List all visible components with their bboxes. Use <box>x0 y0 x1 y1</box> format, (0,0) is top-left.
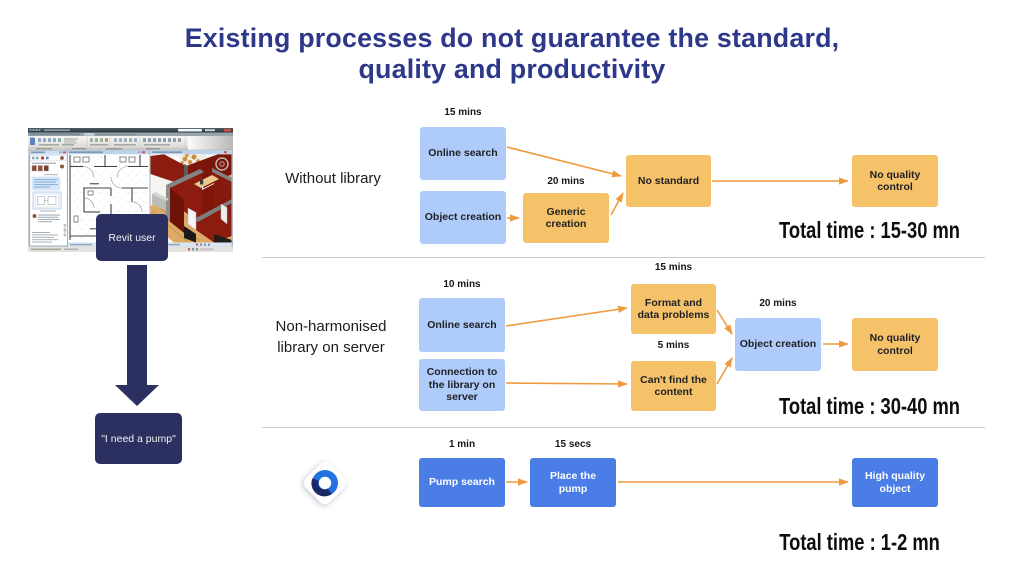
row-divider-2 <box>262 427 985 428</box>
slide-title: Existing processes do not guarantee the … <box>0 23 1024 84</box>
time-label: 20 mins <box>759 298 797 309</box>
flow-box-high-quality-object: High quality object <box>852 458 938 507</box>
total-time-3: Total time : 1-2 mn <box>779 529 940 555</box>
app-logo <box>300 458 350 508</box>
slide-title-line1: Existing processes do not guarantee the … <box>184 23 840 53</box>
flow-box-no-quality-control-2: No quality control <box>852 318 938 371</box>
time-label: 20 mins <box>547 176 585 187</box>
flow-box-format-problems: Format and data problems <box>631 284 716 334</box>
revit-screenshot-image <box>28 128 233 252</box>
flow-box-cant-find-content: Can't find the content <box>631 361 716 411</box>
row2-label: Non-harmonised library on server <box>275 318 387 356</box>
revit-window-illustration <box>28 128 233 252</box>
flow-box-online-search-1: Online search <box>420 127 506 180</box>
flow-box-connection-library: Connection to the library on server <box>419 359 505 411</box>
flow-box-pump-search: Pump search <box>419 458 505 507</box>
flow-box-no-standard: No standard <box>626 155 711 207</box>
time-label: 15 mins <box>444 107 482 118</box>
time-label: 10 mins <box>443 279 481 290</box>
flow-box-object-creation-2: Object creation <box>735 318 821 371</box>
revit-user-box: Revit user <box>96 214 168 261</box>
flow-box-generic-creation: Generic creation <box>523 193 609 243</box>
flow-box-object-creation-1: Object creation <box>420 191 506 244</box>
row1-label: Without library <box>285 170 381 187</box>
time-label: 5 mins <box>657 340 690 351</box>
time-label: 1 min <box>448 439 476 450</box>
logo-ring-icon <box>311 469 339 497</box>
time-label: 15 mins <box>654 262 693 273</box>
row-divider-1 <box>262 257 985 258</box>
need-pump-box: "I need a pump" <box>95 413 182 464</box>
down-arrow-icon <box>115 265 159 406</box>
time-label: 15 secs <box>554 439 592 450</box>
flow-box-online-search-2: Online search <box>419 298 505 352</box>
total-time-1: Total time : 15-30 mn <box>779 217 960 243</box>
revit-user-label: Revit user <box>108 231 156 244</box>
slide-title-line2: quality and productivity <box>358 53 666 84</box>
total-time-2: Total time : 30-40 mn <box>779 393 960 419</box>
flow-box-no-quality-control-1: No quality control <box>852 155 938 207</box>
flow-box-place-pump: Place the pump <box>530 458 616 507</box>
need-pump-label: "I need a pump" <box>101 432 176 445</box>
